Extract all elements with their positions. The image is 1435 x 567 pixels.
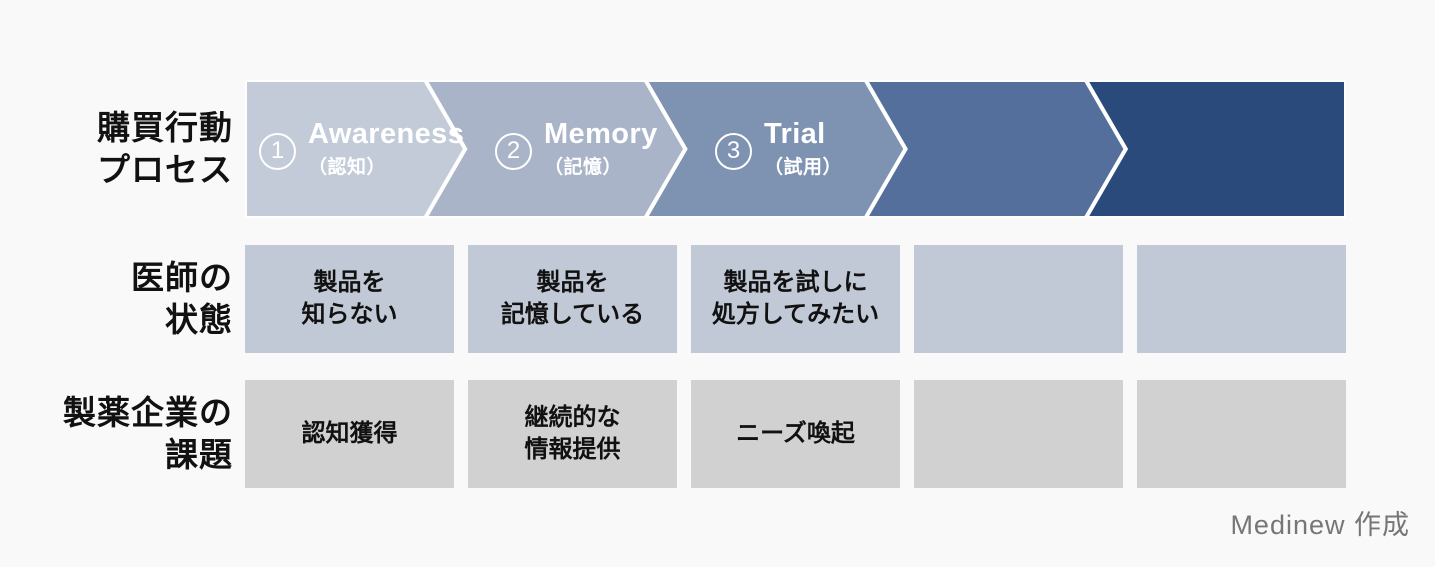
stage-3-subtitle: （試用） [764,157,843,179]
stage-2-title: Memory [544,117,658,150]
row-label-doctor-state: 医師の 状態 [131,258,233,338]
chevron-stage-4-shape [863,80,1129,218]
stage-2-number: 2 [506,137,521,164]
company-task-cell-4 [914,380,1123,488]
company-task-row: 認知獲得 継続的な 情報提供 ニーズ喚起 [245,380,1346,488]
stage-3-title: Trial [764,117,826,150]
doctor-state-cell-1: 製品を 知らない [245,245,454,353]
credit-text: Medinew 作成 [1230,510,1410,540]
stage-3-number-badge: 3 [715,132,752,170]
stage-1-number: 1 [270,137,285,164]
chevron-stage-3-shape [643,80,908,218]
chevron-stage-2-shape [422,80,688,218]
stage-1-awareness: 1 Awareness （認知） [259,80,464,218]
row-label-company-task: 製薬企業の 課題 [63,393,233,473]
process-chevron-band: 1 Awareness （認知） 2 Memory （記憶） 3 Trial （… [245,80,1346,218]
company-task-cell-1: 認知獲得 [245,380,454,488]
stage-3-number: 3 [726,137,741,164]
company-task-cell-5 [1137,380,1346,488]
company-task-cell-2: 継続的な 情報提供 [468,380,677,488]
stage-2-memory: 2 Memory （記憶） [495,80,658,218]
doctor-state-cell-5 [1137,245,1346,353]
stage-2-subtitle: （記憶） [544,157,623,179]
stage-1-title: Awareness [308,117,465,150]
stage-2-number-badge: 2 [495,132,532,170]
doctor-state-cell-4 [914,245,1123,353]
row-label-process: 購買行動 プロセス [97,108,233,188]
doctor-state-row: 製品を 知らない 製品を 記憶している 製品を試しに 処方してみたい [245,245,1346,353]
process-chevron-svg [245,80,1346,218]
doctor-state-cell-2: 製品を 記憶している [468,245,677,353]
chevron-stage-5-shape [1083,80,1346,218]
stage-1-number-badge: 1 [259,132,296,170]
stage-3-trial: 3 Trial （試用） [715,80,842,218]
stage-1-subtitle: （認知） [308,157,387,179]
doctor-state-cell-3: 製品を試しに 処方してみたい [691,245,900,353]
company-task-cell-3: ニーズ喚起 [691,380,900,488]
